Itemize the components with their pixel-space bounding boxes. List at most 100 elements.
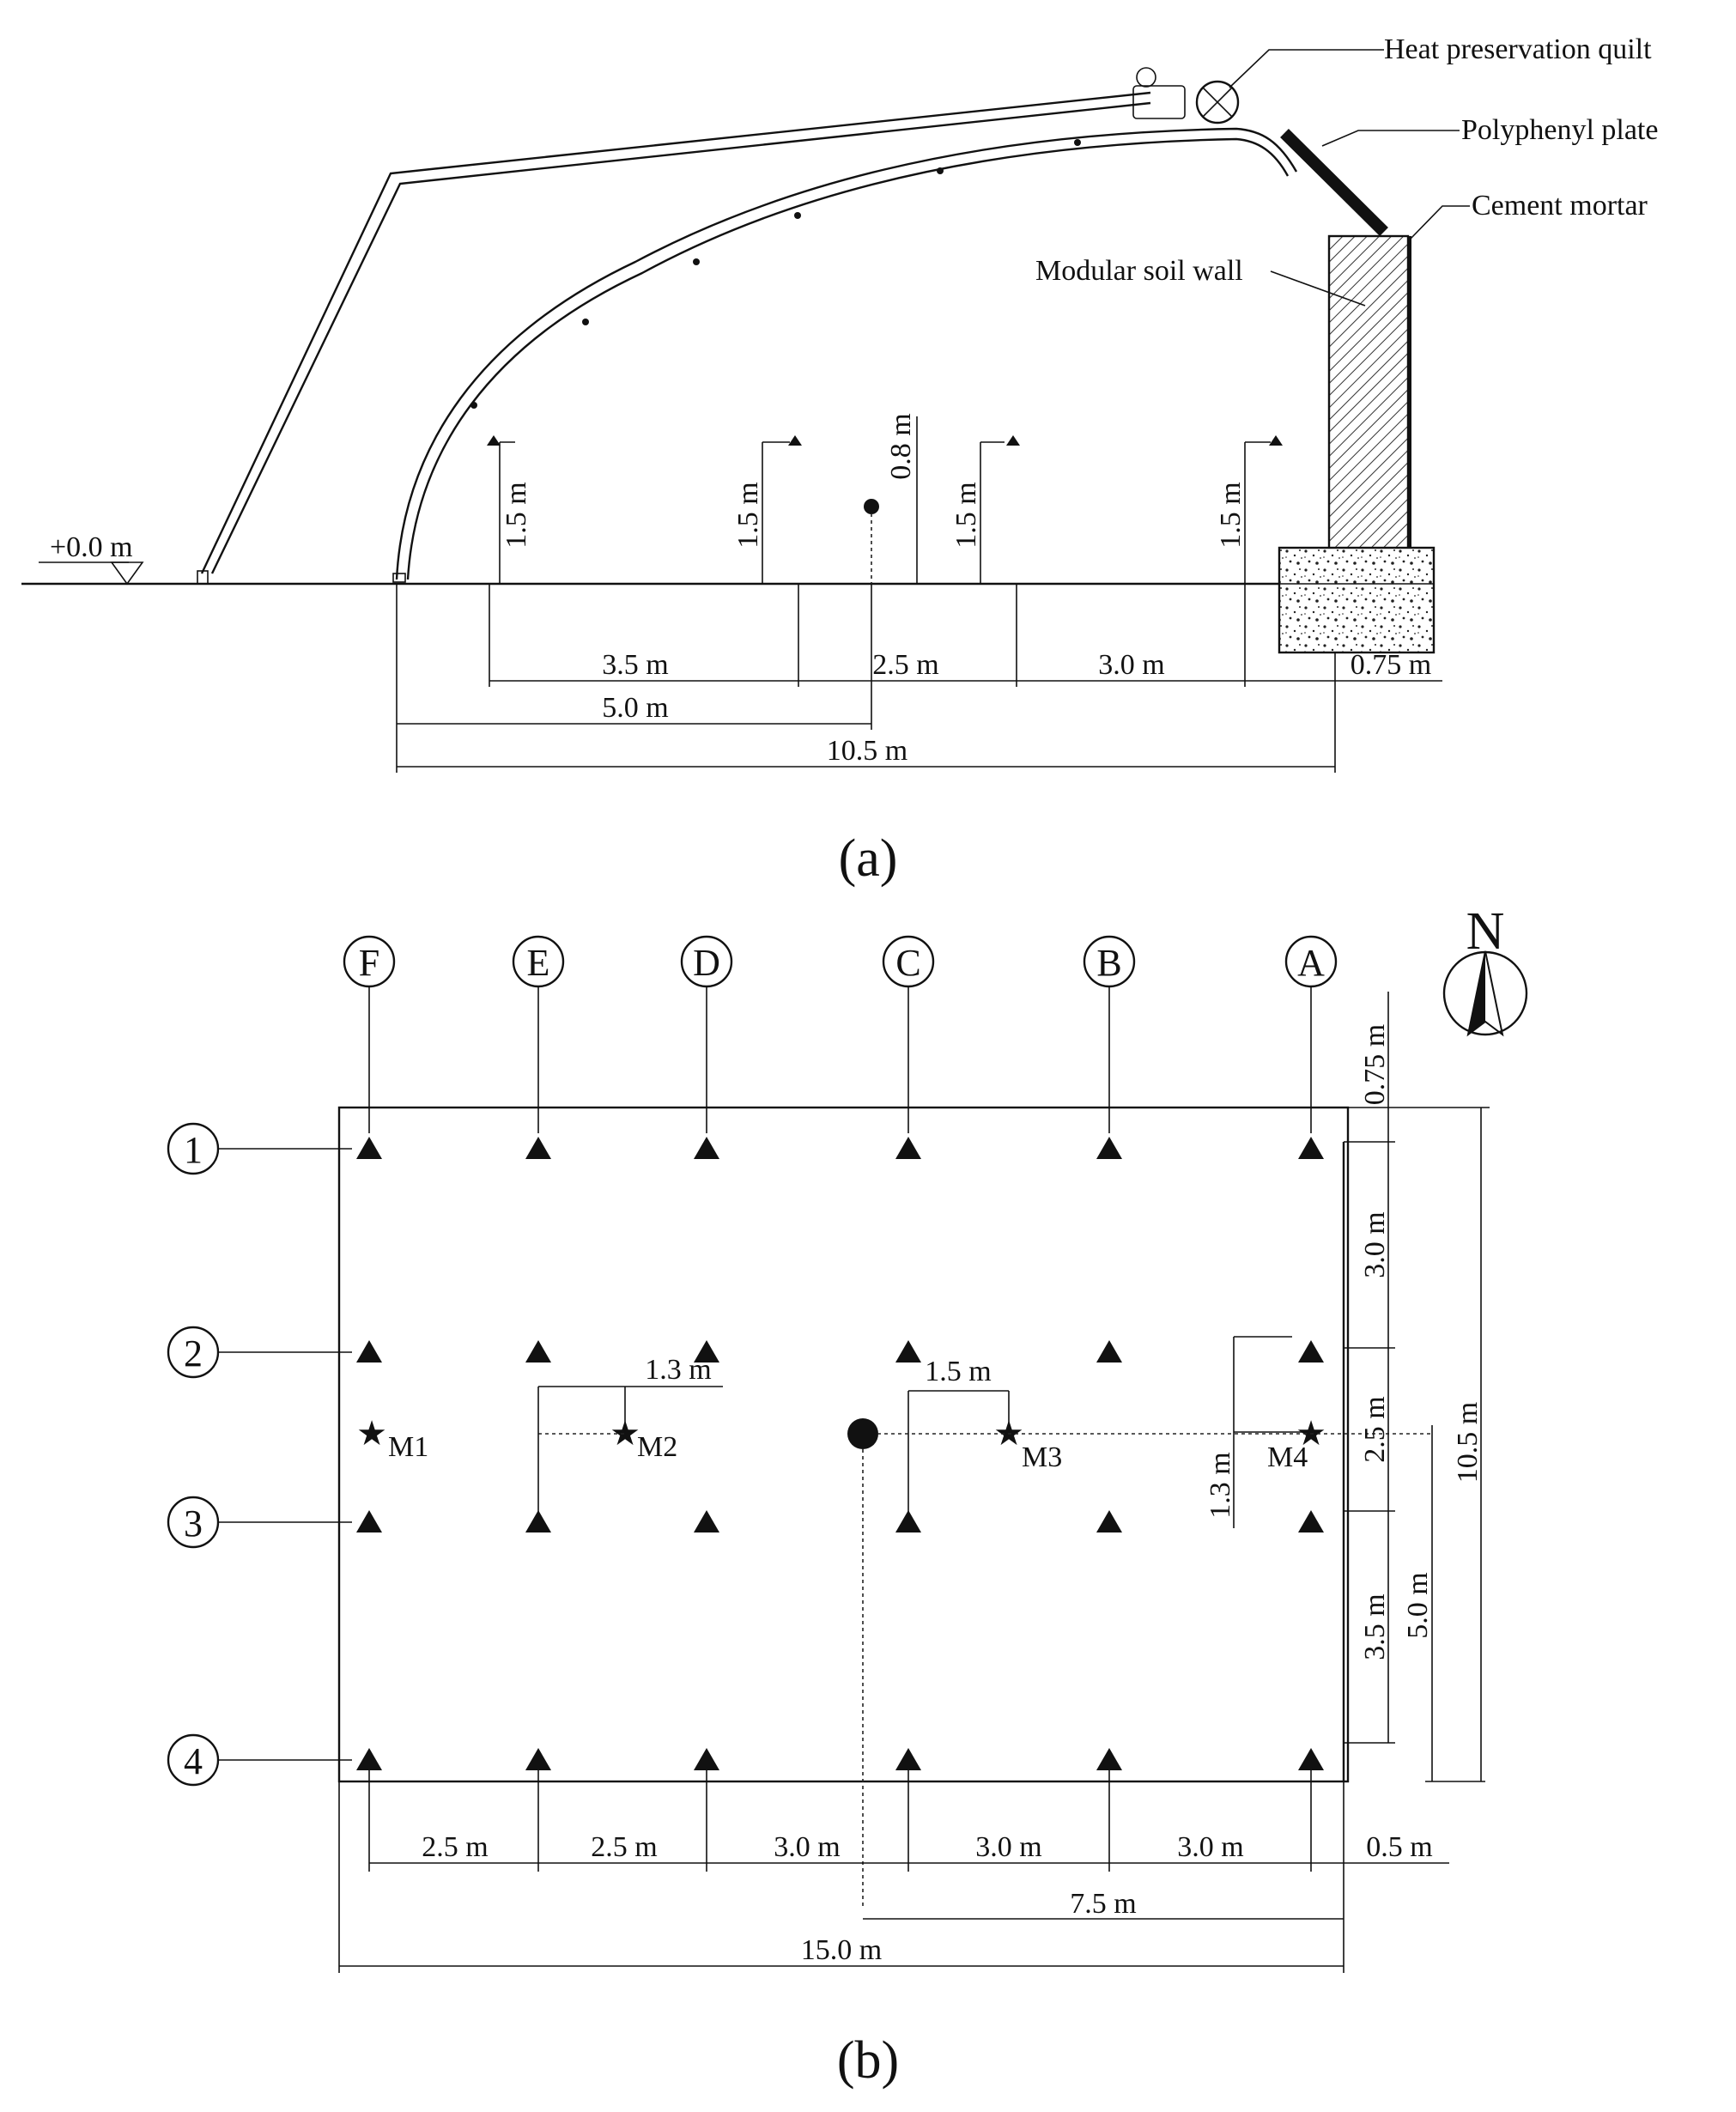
datum-triangle-icon: [110, 561, 144, 586]
svg-text:4: 4: [184, 1740, 203, 1782]
modular-soil-wall: [1327, 234, 1410, 551]
purlin-dot: [1074, 139, 1081, 146]
sensor-triangle-icon: [1298, 1510, 1324, 1532]
sensor-triangle-icon: [1096, 1137, 1122, 1159]
soil-wall-leader: [1270, 270, 1366, 306]
svg-text:M1: M1: [388, 1431, 428, 1463]
sensor-triangle-icon: [356, 1510, 382, 1532]
svg-text:M3: M3: [1022, 1441, 1062, 1473]
svg-text:3: 3: [184, 1502, 203, 1545]
row-axis-1: 1: [167, 1122, 352, 1175]
dim-5-0: 5.0 m: [602, 692, 668, 724]
dim-3-5: 3.5 m: [602, 649, 668, 681]
column-axis-B: B: [1083, 935, 1136, 1133]
probe-4-height: 1.5 m: [950, 482, 982, 548]
svg-text:E: E: [527, 942, 550, 984]
row-axis-4: 4: [167, 1733, 352, 1787]
dim-2-5-bottom-b: 2.5 m: [591, 1831, 657, 1863]
dim-0-5-bottom: 0.5 m: [1366, 1831, 1432, 1863]
sensor-triangle-icon: [1298, 1340, 1324, 1362]
dim-2-5: 2.5 m: [872, 649, 938, 681]
star-icon: ★: [356, 1414, 387, 1453]
dimension-chain-2: 5.0 m: [396, 584, 872, 773]
north-arrow-icon: N: [1442, 902, 1528, 1037]
figure-a-section: +0.0 m Heat preservation quilt: [21, 33, 1658, 888]
sensor-triangle-icon: [525, 1748, 551, 1770]
svg-text:C: C: [895, 942, 920, 984]
outer-frame-line: [200, 91, 1151, 574]
measure-point-M3: ★ M3 1.5 m: [907, 1356, 1062, 1520]
sensor-triangle-icon: [356, 1340, 382, 1362]
dimension-chain-1: 3.5 m 2.5 m 3.0 m 0.75 m: [489, 584, 1442, 687]
figure-b-plan: N F E D C B: [167, 902, 1528, 2090]
svg-text:M4: M4: [1267, 1441, 1308, 1473]
dim-m2-offset: 1.3 m: [645, 1354, 711, 1386]
arch-roof-inner: [406, 137, 1290, 580]
quilt-roller: [1132, 85, 1186, 119]
svg-text:1: 1: [184, 1129, 203, 1171]
dim-3-0-bottom-c: 3.0 m: [1177, 1831, 1243, 1863]
dim-0-75-right: 0.75 m: [1359, 1024, 1391, 1105]
sensor-triangle-icon: [1298, 1748, 1324, 1770]
sensor-triangle-icon: [1096, 1748, 1122, 1770]
datum-label: +0.0 m: [50, 531, 133, 563]
purlin-dot: [582, 319, 589, 325]
svg-text:M2: M2: [637, 1431, 677, 1463]
probe-1: 1.5 m: [487, 435, 532, 584]
probe-5-height: 1.5 m: [1215, 482, 1247, 548]
sensor-grid: [356, 1137, 1324, 1770]
dim-3-0: 3.0 m: [1098, 649, 1164, 681]
outer-frame-line-inner: [210, 101, 1151, 574]
svg-text:A: A: [1297, 942, 1325, 984]
column-axis-A: A: [1284, 935, 1338, 1133]
sensor-triangle-icon: [356, 1137, 382, 1159]
polyphenyl-leader: [1321, 130, 1460, 147]
probe-5: 1.5 m: [1215, 435, 1283, 584]
dim-3-0-right: 3.0 m: [1359, 1211, 1391, 1278]
column-axis-C: C: [882, 935, 935, 1133]
polyphenyl-plate: [1280, 129, 1388, 236]
dim-m3-offset: 1.5 m: [925, 1356, 991, 1387]
purlin-dot: [693, 258, 700, 265]
sensor-triangle-icon: [895, 1340, 921, 1362]
column-axis-F: F: [343, 935, 396, 1133]
arch-roof-outer: [395, 127, 1298, 580]
purlin-dot: [794, 212, 801, 219]
dim-2-5-right: 2.5 m: [1359, 1396, 1391, 1462]
svg-text:B: B: [1096, 942, 1121, 984]
dim-m4-offset: 1.3 m: [1205, 1452, 1236, 1518]
sensor-triangle-icon: [694, 1340, 719, 1362]
caption-b: (b): [837, 2031, 899, 2090]
wall-foundation: [1278, 546, 1436, 654]
sensor-triangle-icon: [694, 1137, 719, 1159]
measure-point-M2: ★ M2 1.3 m: [537, 1354, 723, 1520]
caption-a: (a): [839, 829, 898, 888]
mortar-leader: [1410, 205, 1470, 240]
arch-footing: [392, 573, 406, 583]
sensor-triangle-icon: [895, 1748, 921, 1770]
sensor-triangle-icon: [525, 1340, 551, 1362]
quilt-leader: [1229, 49, 1384, 88]
dim-10-5-right: 10.5 m: [1452, 1402, 1484, 1483]
sensor-triangle-icon: [525, 1510, 551, 1532]
probe-4: 1.5 m: [950, 435, 1020, 584]
svg-text:F: F: [359, 942, 379, 984]
right-dimension-chain: 0.75 m 3.0 m 2.5 m 3.5 m 5.0 m 10.5 m: [1344, 992, 1490, 1782]
probe-1-height: 1.5 m: [501, 482, 532, 548]
roller-motor-icon: [1195, 80, 1240, 124]
svg-text:D: D: [693, 942, 720, 984]
measure-point-M4: ★ M4 1.3 m: [1205, 1336, 1326, 1528]
quilt-label: Heat preservation quilt: [1384, 33, 1652, 65]
greenhouse-plan-boundary: [337, 1106, 1350, 1783]
dim-3-0-bottom-a: 3.0 m: [774, 1831, 840, 1863]
sensor-triangle-icon: [694, 1510, 719, 1532]
polyphenyl-label: Polyphenyl plate: [1461, 114, 1658, 146]
sensor-triangle-icon: [694, 1748, 719, 1770]
dim-3-0-bottom-b: 3.0 m: [975, 1831, 1041, 1863]
probe-3-height: 0.8 m: [885, 413, 917, 479]
dim-2-5-bottom-a: 2.5 m: [422, 1831, 488, 1863]
sensor-triangle-icon: [356, 1748, 382, 1770]
north-label: N: [1466, 902, 1505, 961]
soil-wall-label: Modular soil wall: [1035, 255, 1243, 287]
purlin-dot: [937, 167, 944, 174]
